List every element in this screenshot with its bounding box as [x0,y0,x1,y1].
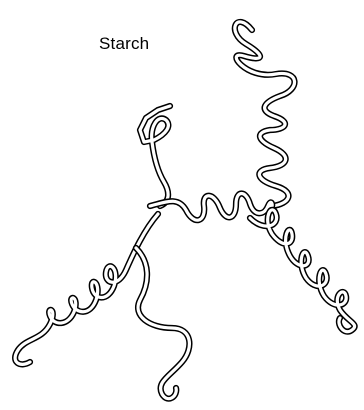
strand-lower-center [136,248,189,399]
helix-branch-lower-left [15,214,158,364]
helix-branch-upper-right [235,22,295,206]
helix-branch-lower-right [250,210,355,332]
curl-upper-left [140,106,170,206]
